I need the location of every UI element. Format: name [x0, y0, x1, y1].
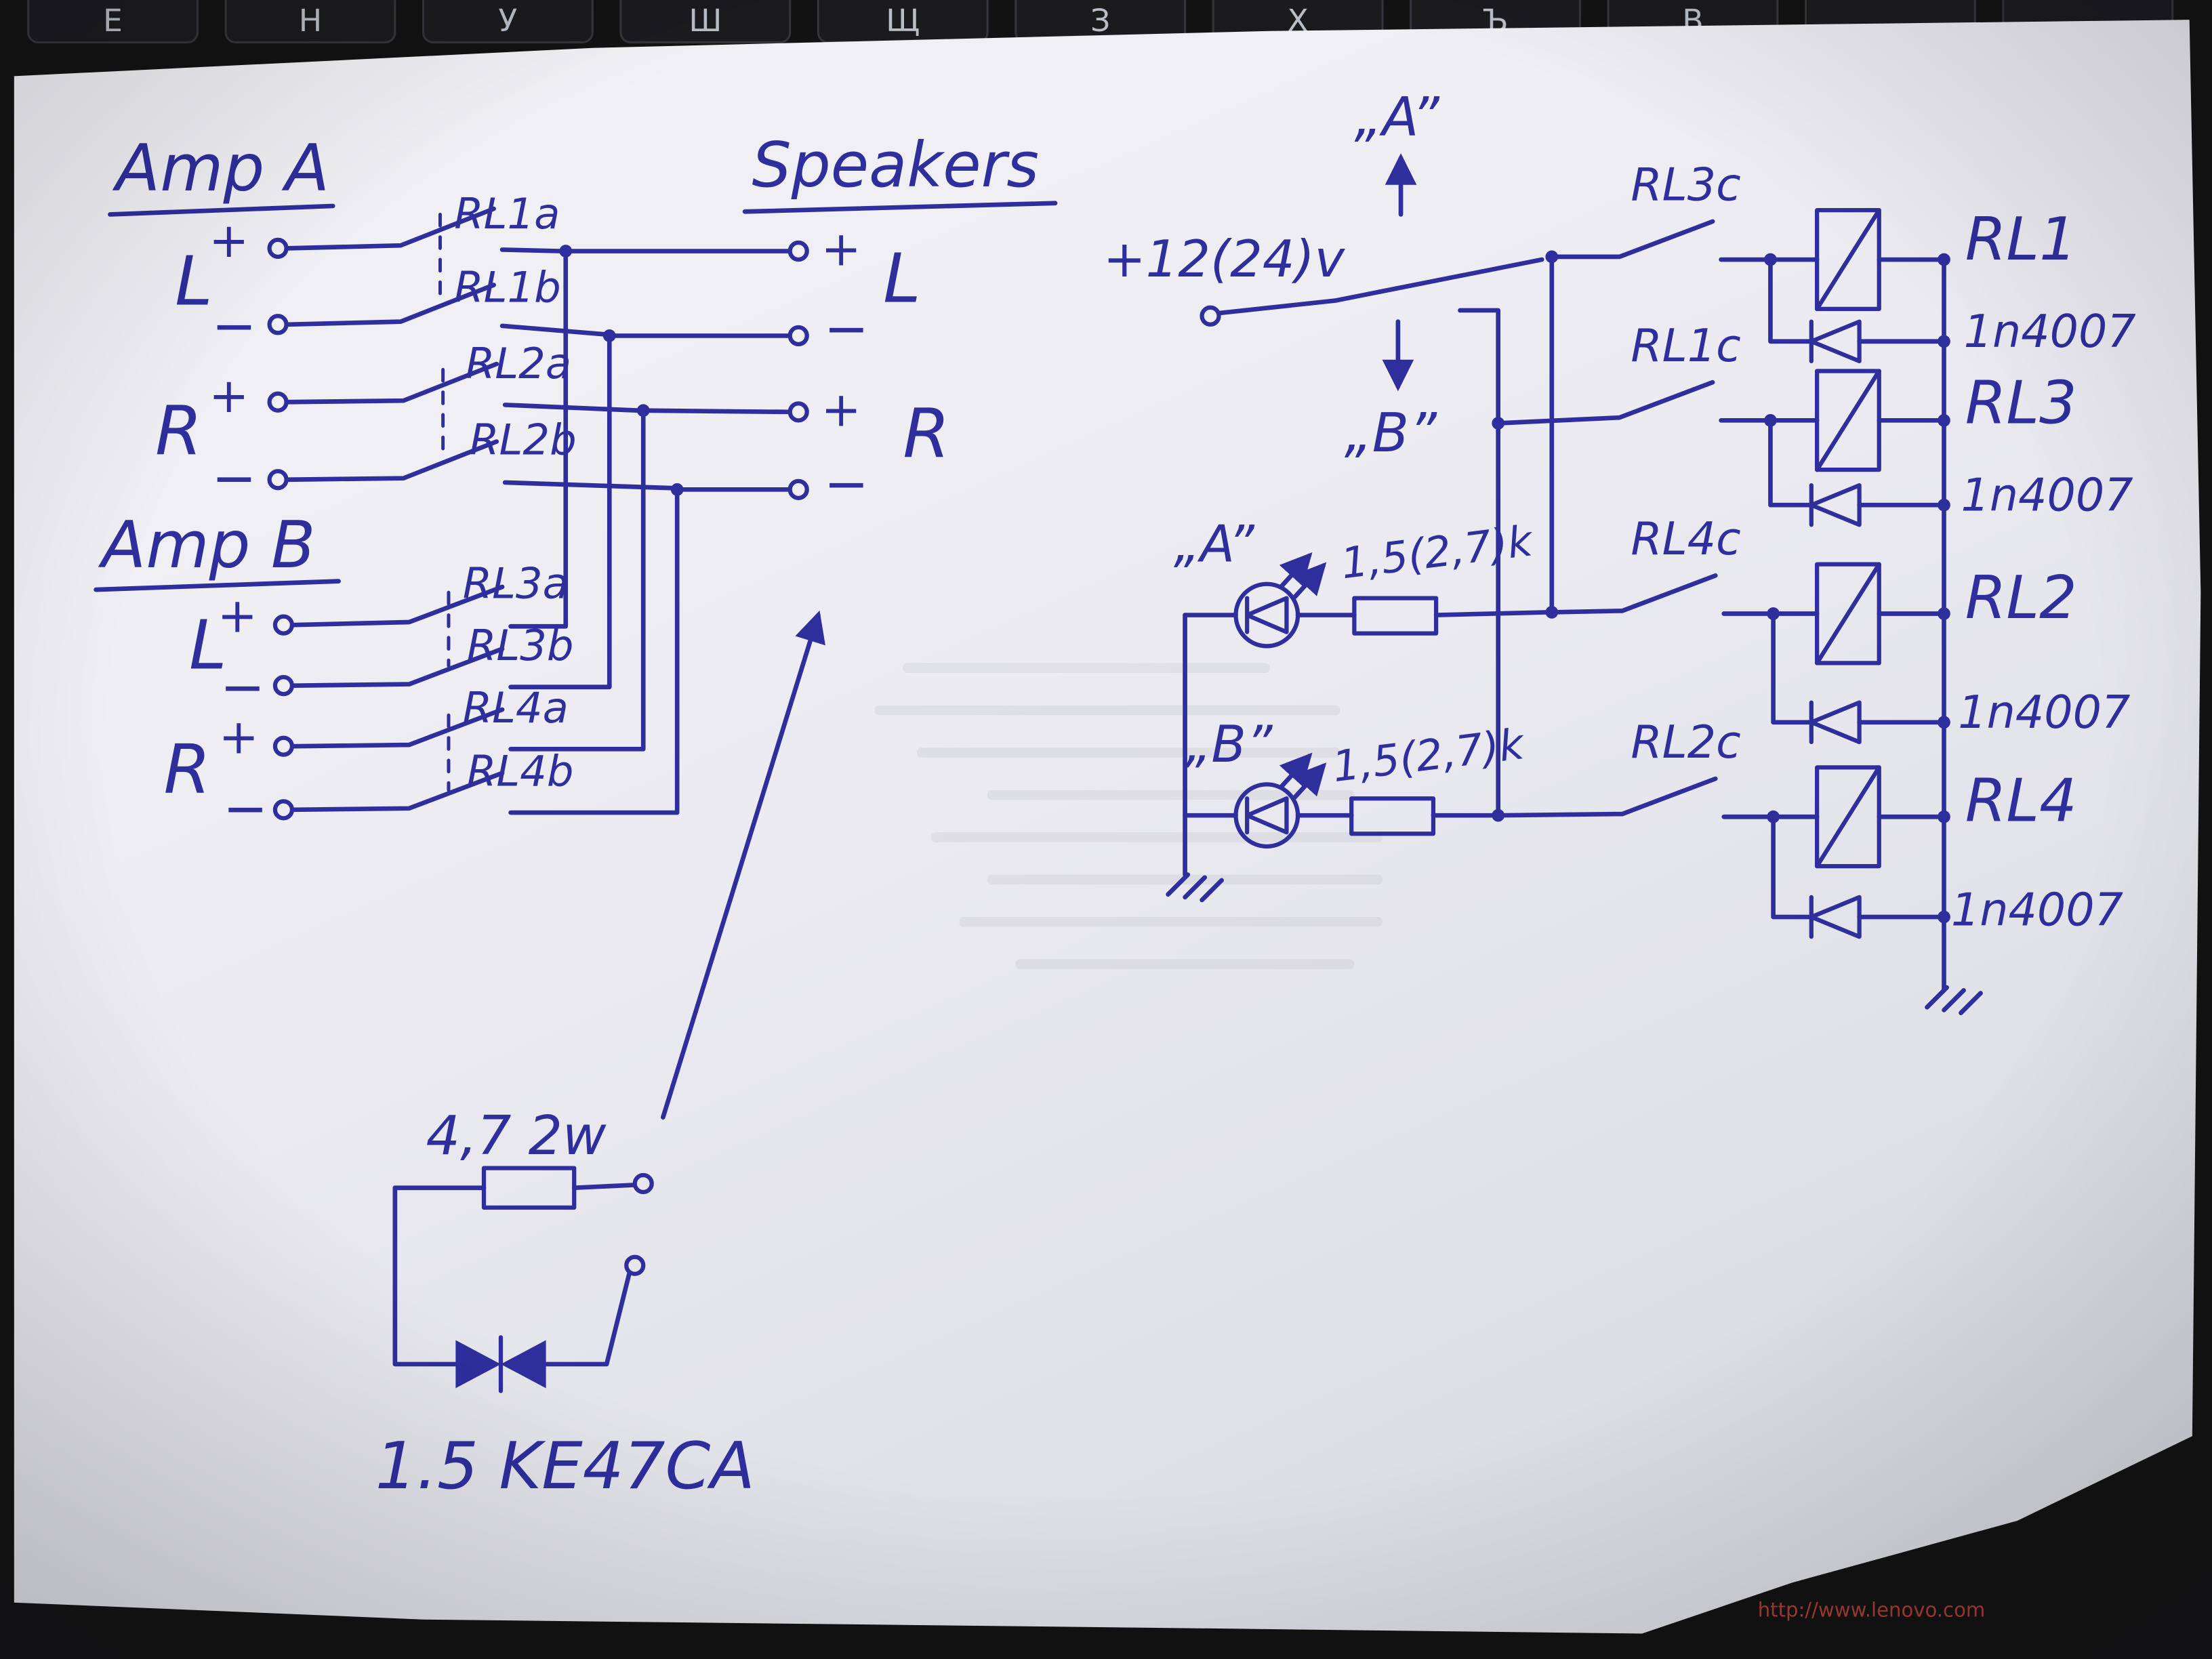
photo-vignette	[0, 0, 2212, 1659]
photo-of-hand-drawn-schematic: Е Н У Ш Щ З Х Ъ В Amp A L + −	[0, 0, 2212, 1659]
schematic-canvas: Е Н У Ш Щ З Х Ъ В Amp A L + −	[0, 0, 2212, 1659]
